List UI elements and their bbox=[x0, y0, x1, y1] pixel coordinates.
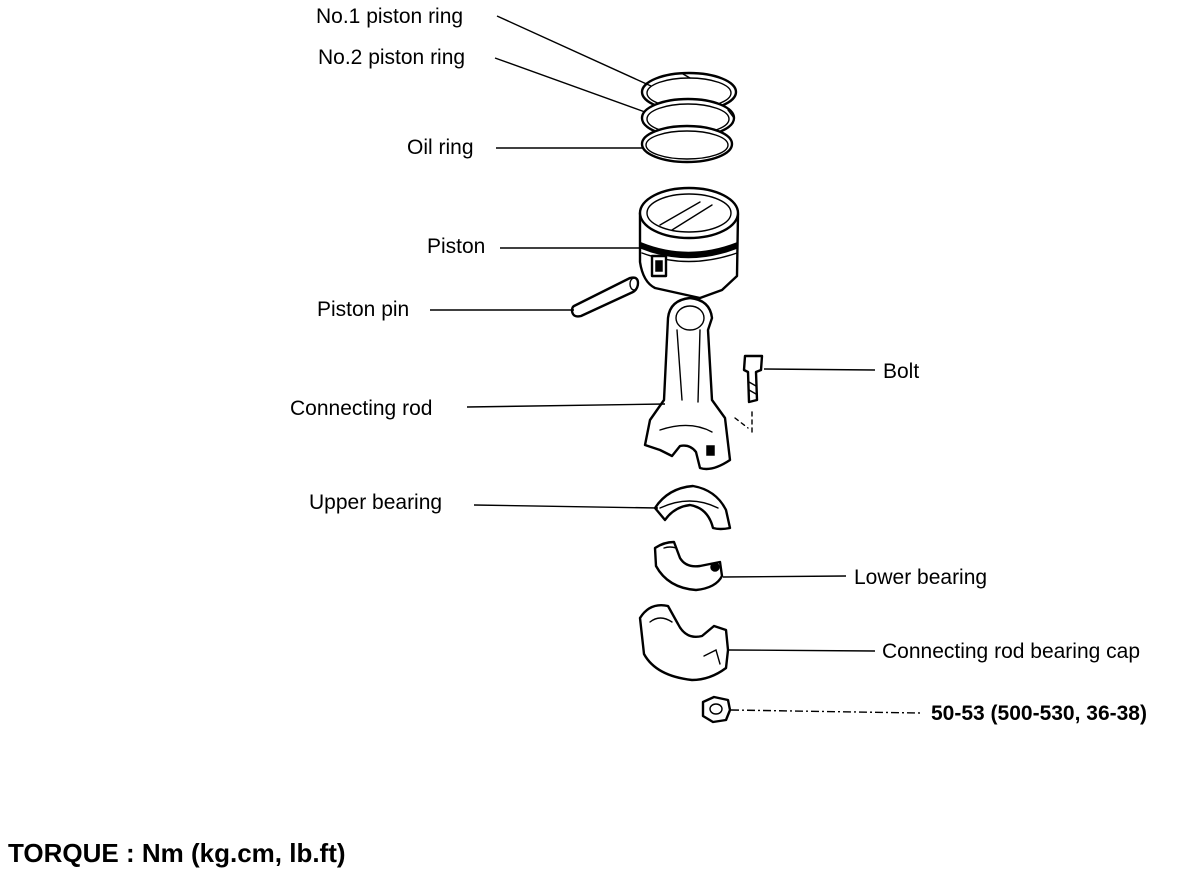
nut-torque-label: 50-53 (500-530, 36-38) bbox=[931, 702, 1147, 725]
oil-ring-part bbox=[640, 124, 734, 164]
nut-part bbox=[701, 695, 732, 724]
piston-part bbox=[638, 186, 740, 300]
bolt-label: Bolt bbox=[883, 360, 919, 383]
piston-pin-label: Piston pin bbox=[317, 298, 409, 321]
oil-ring-label: Oil ring bbox=[407, 136, 474, 159]
lower-bearing-label: Lower bearing bbox=[854, 566, 987, 589]
piston-pin-part bbox=[570, 276, 640, 318]
torque-caption: TORQUE : Nm (kg.cm, lb.ft) bbox=[8, 838, 346, 868]
bearing-cap-label: Connecting rod bearing cap bbox=[882, 640, 1140, 663]
no1-piston-ring-label: No.1 piston ring bbox=[316, 5, 463, 28]
leader-lines bbox=[430, 15, 921, 714]
piston-label: Piston bbox=[427, 235, 485, 258]
upper-bearing-part bbox=[653, 484, 732, 531]
bolt-part bbox=[734, 354, 764, 433]
no2-piston-ring-label: No.2 piston ring bbox=[318, 46, 465, 69]
bearing-cap-part bbox=[638, 604, 730, 682]
connecting-rod-label: Connecting rod bbox=[290, 397, 432, 420]
connecting-rod-part bbox=[643, 296, 732, 471]
lower-bearing-part bbox=[653, 540, 724, 592]
upper-bearing-label: Upper bearing bbox=[309, 491, 442, 514]
